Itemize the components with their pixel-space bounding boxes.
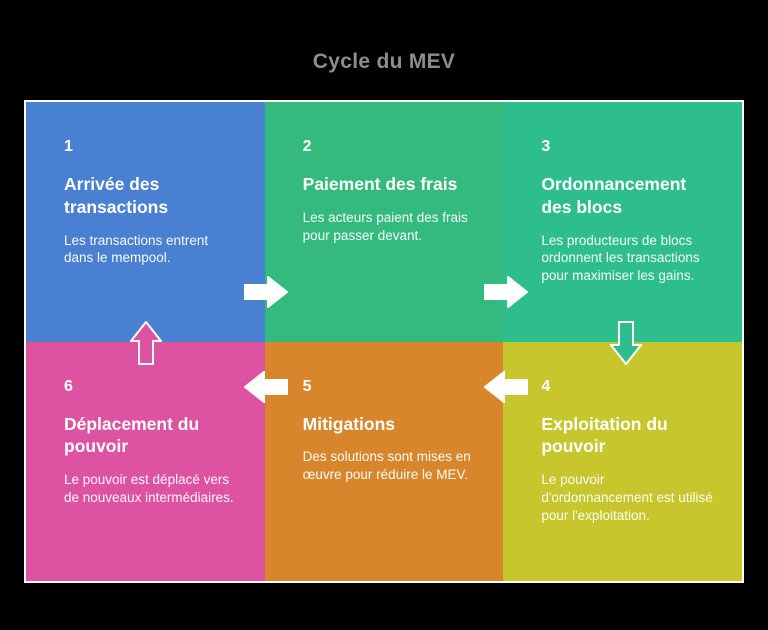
step-title: Paiement des frais	[302, 174, 458, 194]
block-step-1: 1 Arrivée des transactions Les transacti…	[26, 102, 265, 342]
arrow-left-step4-to-step5-icon	[484, 371, 528, 403]
step-title: Arrivée des transactions	[64, 174, 169, 217]
step-description: Des solutions sont mises en œuvre pour r…	[302, 449, 471, 483]
step-description: Les acteurs paient des frais pour passer…	[302, 209, 468, 243]
step-description: Le pouvoir est déplacé vers de nouveaux …	[64, 472, 234, 505]
step-title: Ordonnancement des blocs	[541, 174, 687, 217]
step-description: Le pouvoir d'ordonnancement est utilisé …	[541, 472, 713, 523]
step-title: Exploitation du pouvoir	[541, 413, 668, 457]
cycle-grid: 1 Arrivée des transactions Les transacti…	[24, 100, 744, 583]
arrow-left-step5-to-step6-icon	[244, 371, 288, 403]
block-step-3: 3 Ordonnancement des blocs Les producteu…	[503, 102, 742, 342]
arrow-right-step1-to-step2-icon	[244, 276, 288, 308]
step-number: 3	[541, 138, 551, 155]
diagram-title: Cycle du MEV	[312, 50, 456, 73]
step-title: Déplacement du pouvoir	[64, 413, 200, 457]
arrow-right-step2-to-step3-icon	[484, 276, 528, 308]
block-step-4: 4 Exploitation du pouvoir Le pouvoir d'o…	[503, 341, 742, 581]
step-number: 5	[302, 377, 312, 395]
step-number: 2	[302, 138, 312, 155]
step-number: 1	[64, 138, 73, 155]
step-title: Mitigations	[302, 413, 396, 434]
step-number: 4	[541, 377, 551, 395]
step-number: 6	[64, 377, 73, 395]
arrow-down-step3-to-step4-icon	[610, 321, 642, 365]
block-step-6: 6 Déplacement du pouvoir Le pouvoir est …	[26, 341, 265, 581]
arrow-up-step6-to-step1-icon	[130, 321, 162, 365]
block-step-2: 2 Paiement des frais Les acteurs paient …	[264, 102, 504, 342]
step-description: Les transactions entrent dans le mempool…	[64, 232, 209, 266]
step-description: Les producteurs de blocs ordonnent les t…	[541, 232, 700, 284]
block-step-5: 5 Mitigations Des solutions sont mises e…	[264, 341, 504, 581]
